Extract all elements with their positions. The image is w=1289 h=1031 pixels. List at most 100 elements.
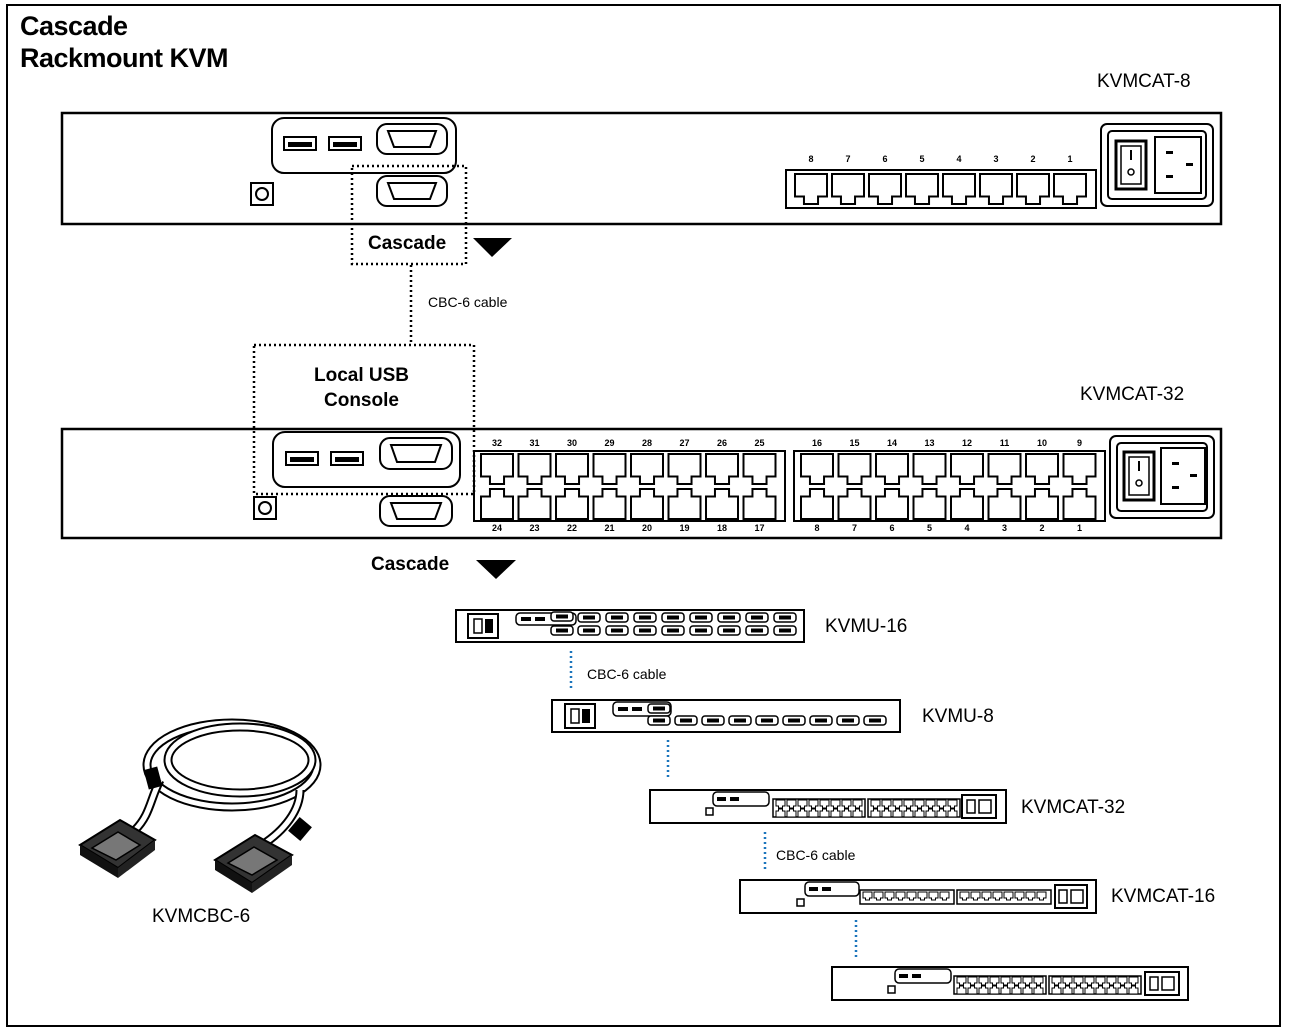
rj45-port-icon	[959, 891, 970, 901]
rj45-port-icon	[830, 799, 841, 809]
rj45-port-icon	[917, 891, 928, 901]
vga-port-icon	[379, 495, 453, 527]
rj45-port-icon	[979, 173, 1013, 205]
port-number-label: 11	[1000, 438, 1010, 448]
rj45-port-icon	[837, 453, 872, 485]
rj45-port-icon	[906, 891, 917, 901]
rj45-port-icon	[967, 976, 978, 986]
port-number-label: 26	[717, 438, 727, 448]
rj45-port-icon	[852, 808, 863, 818]
port-number-label: 5	[927, 523, 932, 533]
rj45-port-icon	[914, 799, 925, 809]
local-console-label-2: Console	[324, 390, 399, 411]
rj45-port-icon	[873, 891, 884, 901]
rj45-port-icon	[875, 453, 909, 485]
port-number-label: 6	[882, 154, 887, 164]
model-label-kvmcat-16: KVMCAT-16	[1111, 886, 1216, 907]
port-number-label: 17	[754, 523, 764, 533]
rj45-port-icon	[1025, 891, 1036, 901]
rj45-port-icon	[947, 808, 958, 818]
rj45-port-icon	[1033, 976, 1044, 986]
local-console-label-1: Local USB	[314, 365, 410, 386]
rj45-port-icon	[830, 808, 841, 818]
rj45-port-icon	[1084, 985, 1095, 995]
port-number-label: 18	[717, 523, 727, 533]
rj45-port-icon	[1095, 985, 1106, 995]
rj45-port-icon	[1095, 976, 1106, 986]
rj45-port-icon	[987, 453, 1022, 485]
port-number-label: 15	[849, 438, 859, 448]
power-inlet-icon	[1109, 435, 1215, 519]
rj45-port-icon	[875, 488, 909, 520]
rj45-port-icon	[870, 799, 881, 809]
port-number-label: 10	[1037, 438, 1047, 448]
rj45-port-icon	[630, 453, 664, 485]
usb-port-icon	[330, 451, 364, 466]
rj45-port-icon	[981, 891, 992, 901]
rj45-port-icon	[1062, 976, 1073, 986]
cable-label-2: CBC-6 cable	[587, 666, 667, 682]
kvmcat-16-unit	[739, 879, 1097, 914]
rj45-port-icon	[892, 799, 903, 809]
port-number-label: 21	[604, 523, 614, 533]
port-number-label: 3	[1002, 523, 1007, 533]
cable-label-1: CBC-6 cable	[428, 294, 508, 310]
dc-jack-icon	[253, 496, 277, 520]
port-number-label: 7	[852, 523, 857, 533]
rj45-port-icon	[967, 985, 978, 995]
rj45-port-icon	[786, 808, 797, 818]
rj45-port-icon	[978, 985, 989, 995]
rj45-port-icon	[1025, 453, 1059, 485]
rj45-port-icon	[1084, 976, 1095, 986]
port-number-label: 22	[567, 523, 577, 533]
rj45-port-icon	[1051, 976, 1062, 986]
port-number-label: 27	[679, 438, 689, 448]
cable-product-label: KVMCBC-6	[152, 906, 251, 927]
port-number-label: 1	[1067, 154, 1072, 164]
cascade-arrow-icon	[476, 560, 516, 579]
rj45-port-icon	[1128, 976, 1139, 986]
rj45-port-icon	[989, 985, 1000, 995]
port-number-label: 24	[492, 523, 502, 533]
rj45-port-icon	[987, 488, 1022, 520]
rj45-port-icon	[870, 808, 881, 818]
rj45-port-icon	[1011, 985, 1022, 995]
rj45-port-icon	[868, 173, 902, 205]
rj45-port-icon	[819, 808, 830, 818]
port-number-label: 6	[889, 523, 894, 533]
port-number-label: 28	[642, 438, 652, 448]
rj45-port-icon	[800, 488, 834, 520]
rj45-port-icon	[956, 985, 967, 995]
port-number-label: 14	[887, 438, 897, 448]
rj45-port-icon	[841, 808, 852, 818]
rj45-port-icon	[808, 799, 819, 809]
port-number-label: 5	[919, 154, 924, 164]
rj45-port-icon	[1106, 985, 1117, 995]
rj45-port-icon	[742, 453, 777, 485]
vga-port-icon	[376, 123, 448, 155]
rj45-port-icon	[775, 799, 786, 809]
usb-port-icon	[285, 451, 319, 466]
rj45-port-icon	[895, 891, 906, 901]
vga-port-icon	[376, 175, 448, 207]
rj45-port-icon	[942, 173, 976, 205]
rj45-port-icon	[1062, 453, 1097, 485]
port-number-label: 30	[567, 438, 577, 448]
rj45-port-icon	[837, 488, 872, 520]
port-number-label: 25	[754, 438, 764, 448]
rj45-port-icon	[912, 488, 947, 520]
rj45-port-icon	[936, 799, 947, 809]
rj45-port-icon	[989, 976, 1000, 986]
model-label-kvmu-8: KVMU-8	[922, 706, 994, 727]
rj45-port-icon	[939, 891, 950, 901]
rj45-port-icon	[742, 488, 777, 520]
port-number-label: 8	[814, 523, 819, 533]
rj45-port-icon	[914, 808, 925, 818]
model-label-kvmcat-32: KVMCAT-32	[1080, 384, 1185, 405]
rj45-port-icon	[555, 488, 589, 520]
rj45-port-icon	[1000, 985, 1011, 995]
usb-port-icon	[328, 136, 362, 151]
vga-cable-icon	[78, 718, 322, 893]
